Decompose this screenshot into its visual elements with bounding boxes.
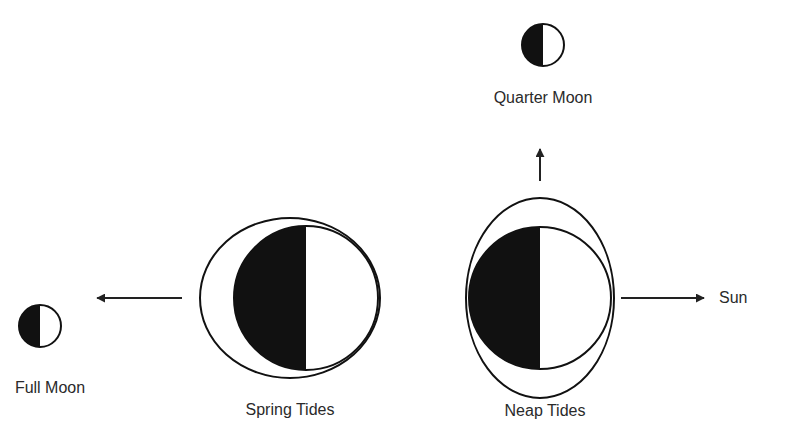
neap-tides-node: Neap Tides [462, 196, 618, 420]
full-moon-node: Full Moon [13, 303, 87, 397]
neap-tides-shape [464, 196, 616, 400]
sun-direction-arrow [621, 297, 704, 299]
full-moon-shape [17, 303, 63, 349]
spring-tides-node: Spring Tides [196, 216, 384, 419]
sun-label: Sun [719, 289, 747, 307]
node-label: Neap Tides [505, 402, 586, 420]
node-label: Spring Tides [246, 401, 335, 419]
node-label: Quarter Moon [494, 89, 593, 107]
quarter-moon-node: Quarter Moon [492, 22, 595, 107]
quarter-moon-shape [520, 22, 566, 68]
node-label: Full Moon [15, 379, 85, 397]
spring-tides-shape [198, 216, 382, 380]
direction-arrow [97, 297, 182, 299]
direction-arrow [539, 149, 541, 181]
